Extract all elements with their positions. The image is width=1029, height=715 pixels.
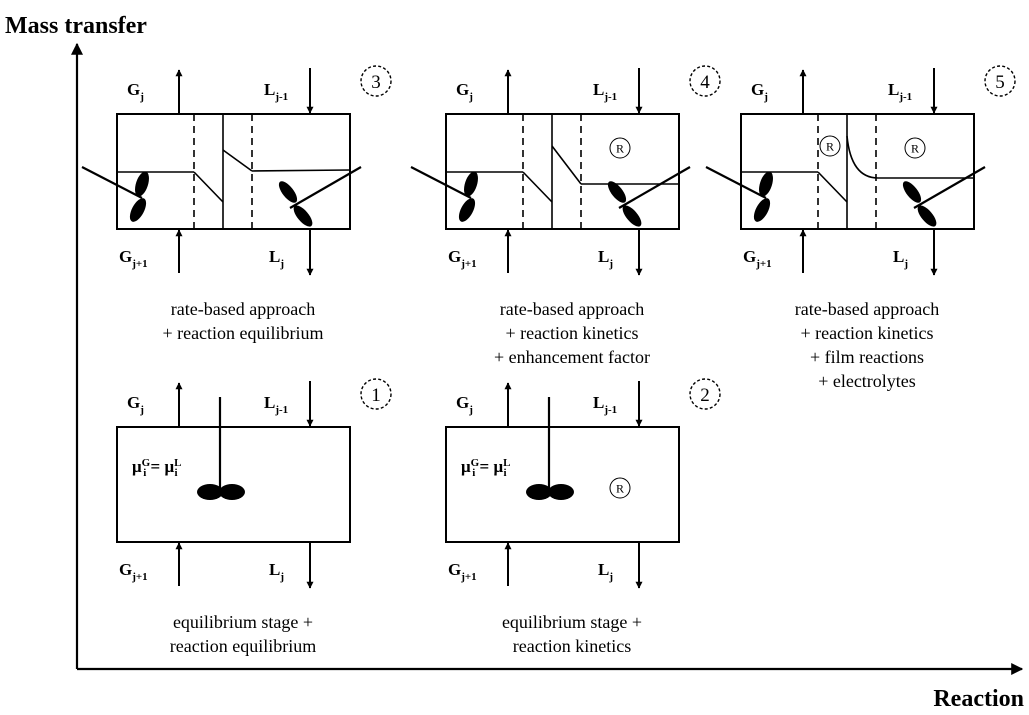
caption-line-3: + enhancement factor [494,347,650,367]
caption-line-3: + film reactions [810,347,924,367]
gas-film-profile [193,171,224,203]
liquid-inlet-label: Lj-1 [888,80,912,103]
right-stirrer-shaft [913,166,986,209]
right-stirrer-blade [902,181,922,203]
model-number-circle [689,65,721,97]
gas-inlet-label: Gj+1 [743,247,772,270]
gas-outlet-label: Gj [127,80,144,103]
caption-line-1: rate-based approach [171,299,315,319]
liquid-inlet-label: Lj-1 [593,393,617,416]
caption-line-2: + reaction kinetics [800,323,933,343]
liquid-bulk-profile [251,169,351,172]
right-stirrer-blade [278,181,298,203]
caption-line-1: rate-based approach [795,299,939,319]
reaction-marker-1-icon-letter: R [826,140,834,154]
gas-outlet-label: Gj [127,393,144,416]
gas-outlet-label: Gj [751,80,768,103]
left-stirrer-blade [753,198,771,222]
right-stirrer-shaft [618,166,691,209]
liquid-outlet-label: Lj [598,560,613,583]
reaction-marker-1-icon [609,477,631,499]
model-number-number: 4 [700,72,710,93]
gas-inlet-label: Gj+1 [119,560,148,583]
left-stirrer-blade [458,198,476,222]
right-stirrer-blade [622,205,642,227]
liquid-film-profile [551,145,582,185]
model-number-number: 2 [700,385,710,406]
left-stirrer-blade [759,171,773,197]
model-number-number: 5 [995,72,1005,93]
stage-box [445,426,680,543]
left-stirrer-shaft [705,166,767,199]
caption-line-4: + electrolytes [818,371,916,391]
model-3-panel: Gj Lj-1Gj+1 Lj 3 rate-based approach + reacti… [81,65,392,343]
gas-inlet-label: Gj+1 [119,247,148,270]
left-stirrer-shaft [81,166,143,199]
stirrer-blade-left [197,484,223,500]
x-axis-title: Reaction [933,686,1024,712]
stirrer-blade-right [548,484,574,500]
liquid-film-profile [846,135,879,179]
caption-line-2: reaction kinetics [513,636,631,656]
gas-film-profile [817,171,848,203]
reaction-marker-1-icon-letter: R [616,482,624,496]
stirrer-blade-left [526,484,552,500]
gas-inlet-label: Gj+1 [448,247,477,270]
left-stirrer-blade [464,171,478,197]
reaction-marker-2-icon-letter: R [911,142,919,156]
right-stirrer-blade [917,205,937,227]
liquid-inlet-label: Lj-1 [264,80,288,103]
liquid-outlet-label: Lj [269,560,284,583]
model-number-number: 3 [371,72,381,93]
reaction-marker-2-icon [904,137,926,159]
liquid-outlet-label: Lj [893,247,908,270]
liquid-inlet-label: Lj-1 [593,80,617,103]
left-stirrer-shaft [410,166,472,199]
model-number-circle [360,378,392,410]
right-stirrer-shaft [289,166,362,209]
caption-line-2: reaction equilibrium [170,636,316,656]
gas-outlet-label: Gj [456,393,473,416]
caption-line-1: equilibrium stage + [502,612,642,632]
caption-line-1: rate-based approach [500,299,644,319]
caption-line-1: equilibrium stage + [173,612,313,632]
reaction-marker-1-icon-letter: R [616,142,624,156]
caption-line-2: + reaction equilibrium [162,323,323,343]
left-stirrer-blade [129,198,147,222]
y-axis-title: Mass transfer [5,13,147,39]
liquid-outlet-label: Lj [598,247,613,270]
gas-outlet-label: Gj [456,80,473,103]
model-number-number: 1 [371,385,381,406]
gas-film-profile [522,171,553,203]
liquid-inlet-label: Lj-1 [264,393,288,416]
model-4-panel: Gj Lj-1Gj+1 Lj R 4 rate-based approach + react… [410,65,721,367]
model-number-circle [689,378,721,410]
left-stirrer-blade [135,171,149,197]
gas-inlet-label: Gj+1 [448,560,477,583]
model-number-circle [984,65,1016,97]
liquid-film-profile [222,149,253,172]
model-5-panel: Gj Lj-1Gj+1 Lj R R 5 rate-based approach + reac… [705,65,1016,391]
right-stirrer-blade [607,181,627,203]
right-stirrer-blade [293,205,313,227]
stirrer-blade-right [219,484,245,500]
reaction-marker-1-icon [609,137,631,159]
stage-box [116,426,351,543]
caption-line-2: + reaction kinetics [505,323,638,343]
model-number-circle [360,65,392,97]
reaction-marker-1-icon [819,135,841,157]
liquid-outlet-label: Lj [269,247,284,270]
